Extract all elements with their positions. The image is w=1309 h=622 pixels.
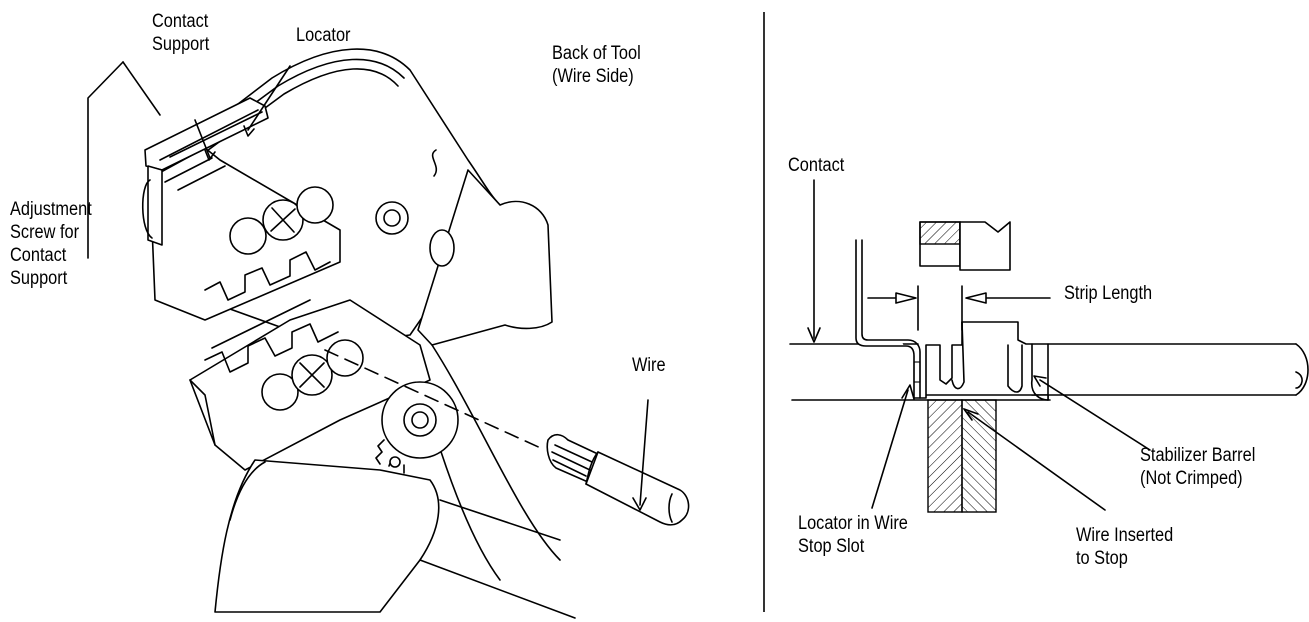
label-stabilizer-barrel: Stabilizer Barrel (Not Crimped) [1140, 445, 1256, 489]
label-locator: Locator [296, 25, 351, 46]
label-wire: Wire [632, 355, 666, 376]
label-contact: Contact [788, 155, 845, 176]
crimp-tool-drawing [141, 48, 690, 619]
label-back-of-tool: Back of Tool (Wire Side) [552, 43, 641, 87]
label-locator-in-wire-stop-slot: Locator in Wire Stop Slot [798, 513, 908, 557]
label-contact-support: Contact Support [152, 11, 210, 55]
label-wire-inserted-to-stop: Wire Inserted to Stop [1076, 525, 1174, 569]
contact-detail-drawing [789, 179, 1309, 513]
label-adjustment-screw: Adjustment Screw for Contact Support [10, 199, 92, 289]
label-strip-length: Strip Length [1064, 283, 1153, 304]
left-leader-lines [87, 61, 649, 511]
